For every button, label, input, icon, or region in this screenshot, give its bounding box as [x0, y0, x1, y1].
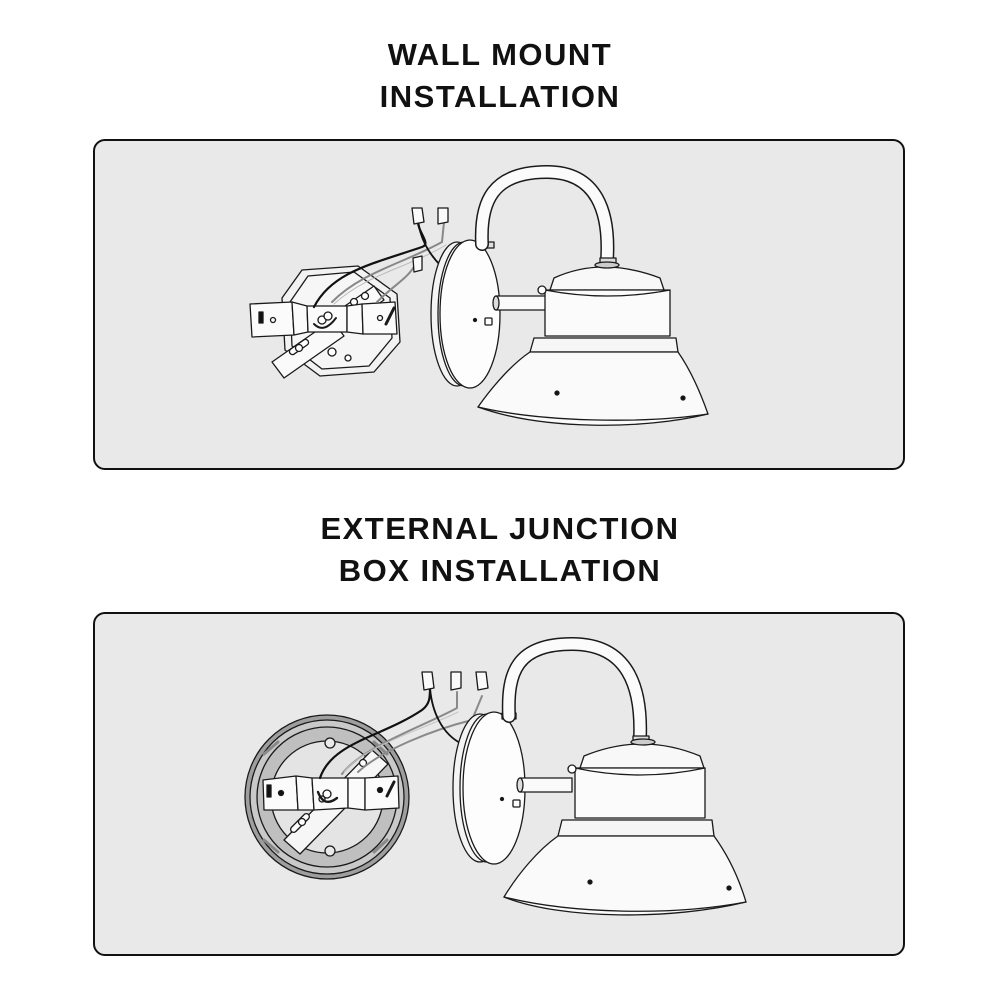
wires-icon — [318, 686, 483, 780]
lamp-shade-icon — [503, 738, 747, 916]
support-rod-icon — [492, 295, 547, 311]
crossbar-bracket-icon — [262, 775, 400, 811]
support-rod-icon — [516, 777, 573, 793]
title-line: WALL MOUNT — [387, 37, 613, 72]
title-line: EXTERNAL JUNCTION — [320, 511, 680, 546]
wire-nut-icon — [411, 207, 449, 273]
wall-backplate-icon — [452, 711, 526, 865]
external-junction-box-diagram — [244, 637, 747, 916]
gooseneck-arm-icon — [474, 165, 617, 267]
wall-mount-diagram — [249, 165, 709, 426]
wall-backplate-icon — [430, 239, 501, 389]
external-junction-box-illustration-panel — [93, 612, 905, 956]
lamp-shade-icon — [477, 261, 709, 426]
wire-nut-icon — [421, 671, 489, 691]
wall-mount-illustration-panel — [93, 139, 905, 470]
title-line: INSTALLATION — [379, 79, 621, 114]
section-title-wall-mount: WALL MOUNT INSTALLATION — [0, 34, 1000, 118]
gooseneck-arm-icon — [501, 637, 650, 745]
title-line: BOX INSTALLATION — [338, 553, 662, 588]
section-title-external-junction-box: EXTERNAL JUNCTION BOX INSTALLATION — [0, 508, 1000, 592]
crossbar-bracket-icon — [249, 301, 398, 338]
